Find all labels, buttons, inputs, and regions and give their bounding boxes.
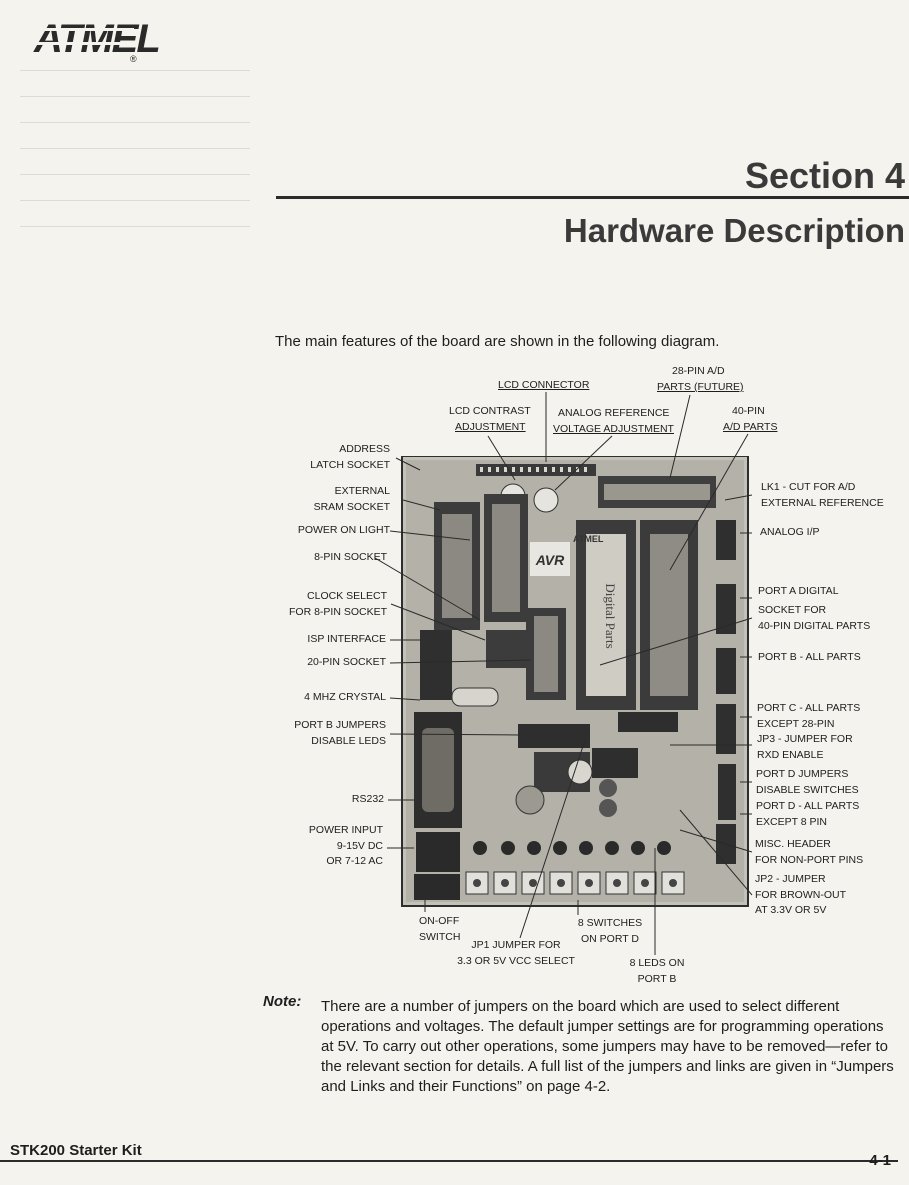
- label-line: POWER INPUT: [308, 824, 383, 836]
- logo-stripe: [36, 42, 132, 45]
- label-line: MISC. HEADER: [755, 838, 831, 850]
- label-analog-ref-line2: VOLTAGE ADJUSTMENT: [553, 423, 674, 435]
- label-line: DISABLE LEDS: [311, 734, 386, 747]
- label-line: FOR NON-PORT PINS: [755, 853, 864, 866]
- label-line: PORT C - ALL PARTS: [757, 702, 861, 714]
- label-rs232: RS232: [351, 793, 384, 805]
- label-line: JP1 JUMPER FOR: [471, 939, 561, 951]
- page-number: 4-1: [869, 1152, 891, 1169]
- atmel-logo: ATMEL ®: [34, 14, 161, 64]
- label-power-input: POWER INPUT 9-15V DC OR 7-12 AC: [309, 823, 383, 870]
- label-analog-ip: ANALOG I/P: [760, 526, 820, 538]
- label-line: LK1 - CUT FOR A/D: [761, 481, 856, 493]
- label-lcd-contrast-line2: ADJUSTMENT: [455, 421, 526, 433]
- label-line: EXCEPT 28-PIN: [757, 717, 835, 730]
- label-lk1: LK1 - CUT FOR A/D EXTERNAL REFERENCE: [761, 480, 884, 511]
- label-power-on-light: POWER ON LIGHT: [297, 524, 390, 536]
- intro-paragraph: The main features of the board are shown…: [275, 333, 720, 350]
- label-line: 3.3 OR 5V VCC SELECT: [457, 954, 575, 967]
- label-line: AT 3.3V OR 5V: [755, 904, 827, 916]
- label-socket-40pin: SOCKET FOR 40-PIN DIGITAL PARTS: [758, 603, 870, 634]
- label-lcd-contrast-line1: LCD CONTRAST: [449, 405, 531, 417]
- label-8-leds: 8 LEDS ON PORT B: [624, 956, 690, 987]
- label-onoff-switch: ON-OFF SWITCH: [419, 914, 460, 945]
- logo-registered-mark: ®: [130, 54, 137, 64]
- label-line: PORT B: [637, 972, 677, 985]
- avr-mark: AVR: [535, 552, 565, 568]
- label-isp-interface: ISP INTERFACE: [307, 633, 386, 645]
- label-8pin-socket: 8-PIN SOCKET: [314, 551, 387, 563]
- label-line: ADDRESS: [339, 443, 390, 455]
- label-20pin-socket: 20-PIN SOCKET: [307, 656, 386, 668]
- logo-text: ATMEL: [34, 17, 161, 61]
- label-port-d-all: PORT D - ALL PARTS EXCEPT 8 PIN: [756, 799, 859, 830]
- label-jp3: JP3 - JUMPER FOR RXD ENABLE: [757, 732, 853, 763]
- note-label: Note:: [263, 993, 302, 1010]
- label-line: 8 SWITCHES: [577, 917, 643, 929]
- label-line: ON PORT D: [581, 932, 639, 945]
- footer-rule: [0, 1160, 898, 1162]
- label-line: PORT B JUMPERS: [294, 719, 386, 731]
- label-line: DISABLE SWITCHES: [756, 783, 859, 796]
- label-line: PORT D JUMPERS: [756, 768, 849, 780]
- atmel-board-mark: ATMEL: [573, 534, 604, 544]
- title-rule: [276, 196, 909, 199]
- label-line: JP2 - JUMPER: [755, 873, 826, 885]
- label-line: EXTERNAL REFERENCE: [761, 496, 884, 509]
- label-28pin-ad-line2: PARTS (FUTURE): [657, 381, 744, 393]
- label-line: 9-15V DC: [336, 839, 383, 852]
- label-line: ON-OFF: [419, 915, 460, 927]
- label-misc-header: MISC. HEADER FOR NON-PORT PINS: [755, 837, 863, 868]
- label-line: RXD ENABLE: [757, 748, 824, 761]
- label-clock-select: CLOCK SELECT FOR 8-PIN SOCKET: [289, 589, 387, 620]
- label-address-latch: ADDRESS LATCH SOCKET: [310, 442, 390, 473]
- label-line: EXTERNAL: [334, 485, 390, 497]
- logo-stripe: [38, 28, 134, 31]
- label-line: 8 LEDS ON: [629, 957, 685, 969]
- label-port-b-all: PORT B - ALL PARTS: [758, 651, 861, 663]
- label-line: OR 7-12 AC: [326, 855, 383, 867]
- label-port-c-all: PORT C - ALL PARTS EXCEPT 28-PIN: [757, 701, 860, 732]
- label-line: PORT D - ALL PARTS: [756, 800, 860, 812]
- label-external-sram: EXTERNAL SRAM SOCKET: [314, 484, 390, 515]
- chip-text: Digital Parts: [603, 583, 618, 648]
- note-text: There are a number of jumpers on the boa…: [321, 998, 894, 1095]
- label-8-switches: 8 SWITCHES ON PORT D: [574, 916, 646, 947]
- label-line: LATCH SOCKET: [310, 458, 390, 471]
- label-port-a-digital: PORT A DIGITAL: [758, 585, 839, 597]
- label-line: FOR 8-PIN SOCKET: [288, 605, 387, 618]
- label-line: 40-PIN DIGITAL PARTS: [758, 619, 871, 632]
- section-number: Section 4: [744, 155, 905, 196]
- label-lcd-connector: LCD CONNECTOR: [498, 379, 590, 391]
- label-line: SRAM SOCKET: [313, 500, 390, 513]
- label-jp2: JP2 - JUMPER FOR BROWN-OUT AT 3.3V OR 5V: [755, 872, 846, 919]
- stk200-board-illustration: Digital Parts AVR ATMEL: [401, 456, 749, 907]
- label-line: JP3 - JUMPER FOR: [757, 733, 853, 745]
- label-line: SOCKET FOR: [758, 604, 827, 616]
- label-28pin-ad-line1: 28-PIN A/D: [672, 365, 725, 377]
- label-port-d-jumpers: PORT D JUMPERS DISABLE SWITCHES: [756, 767, 859, 798]
- label-line: CLOCK SELECT: [307, 590, 387, 602]
- label-line: EXCEPT 8 PIN: [756, 815, 827, 828]
- footer-product: STK200 Starter Kit: [10, 1142, 142, 1159]
- label-jp1: JP1 JUMPER FOR 3.3 OR 5V VCC SELECT: [446, 938, 586, 969]
- label-line: SWITCH: [419, 930, 461, 943]
- label-40pin-ad-line1: 40-PIN: [732, 405, 765, 417]
- label-analog-ref-line1: ANALOG REFERENCE: [558, 407, 670, 419]
- bleed-through-background: [0, 60, 260, 260]
- label-40pin-ad-line2: A/D PARTS: [723, 421, 778, 433]
- page-title: Hardware Description: [563, 212, 905, 249]
- label-line: FOR BROWN-OUT: [755, 888, 846, 901]
- label-port-b-jumpers: PORT B JUMPERS DISABLE LEDS: [294, 718, 386, 749]
- label-4mhz-crystal: 4 MHZ CRYSTAL: [304, 691, 386, 703]
